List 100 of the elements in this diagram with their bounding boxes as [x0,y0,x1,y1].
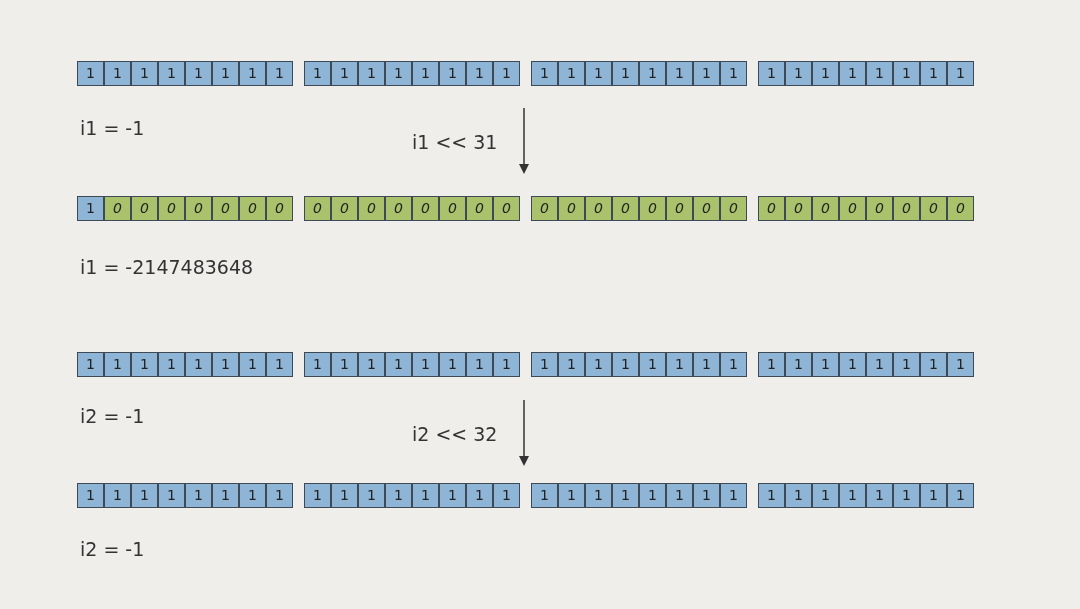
bit-cell: 1 [693,61,720,86]
bit-cell: 1 [612,352,639,377]
bit-cell: 1 [785,483,812,508]
bit-cell: 1 [758,61,785,86]
bit-cell: 1 [439,483,466,508]
bit-cell: 0 [812,196,839,221]
bit-cell: 1 [239,483,266,508]
bit-cell: 1 [693,352,720,377]
bit-cell: 1 [585,483,612,508]
bit-cell: 0 [385,196,412,221]
bit-cell: 1 [412,61,439,86]
bit-cell: 0 [531,196,558,221]
bit-cell: 1 [131,483,158,508]
bit-cell: 1 [720,352,747,377]
bit-cell: 1 [866,483,893,508]
bit-cell: 0 [920,196,947,221]
bit-cell: 1 [412,483,439,508]
bit-cell: 0 [693,196,720,221]
bit-cell: 0 [212,196,239,221]
bit-cell: 0 [947,196,974,221]
code-label: i1 = -1 [80,116,145,141]
bit-cell: 1 [239,61,266,86]
bit-cell: 1 [104,352,131,377]
bit-cell: 0 [558,196,585,221]
bit-cell: 1 [612,61,639,86]
bit-cell: 1 [585,61,612,86]
bit-cell: 1 [531,352,558,377]
bit-cell: 1 [77,483,104,508]
code-label: i1 << 31 [412,130,498,155]
bit-cell: 0 [266,196,293,221]
code-label: i2 << 32 [412,422,498,447]
bit-cell: 1 [666,352,693,377]
code-label: i2 = -1 [80,537,145,562]
bit-cell: 1 [266,483,293,508]
bit-cell: 0 [866,196,893,221]
bit-cell: 1 [493,352,520,377]
bit-cell: 1 [920,483,947,508]
bit-cell: 1 [385,483,412,508]
bit-cell: 1 [493,61,520,86]
bit-cell: 1 [331,352,358,377]
bit-cell: 0 [439,196,466,221]
bit-cell: 1 [77,196,104,221]
bit-cell: 1 [104,61,131,86]
bit-cell: 1 [266,61,293,86]
bit-cell: 1 [531,61,558,86]
bit-cell: 1 [812,352,839,377]
bit-cell: 1 [385,352,412,377]
bit-cell: 1 [785,352,812,377]
bit-cell: 1 [893,61,920,86]
bit-cell: 0 [466,196,493,221]
bit-cell: 1 [839,352,866,377]
bit-cell: 1 [639,483,666,508]
bit-cell: 1 [212,483,239,508]
bit-cell: 1 [812,483,839,508]
bit-cell: 1 [812,61,839,86]
bit-cell: 1 [758,483,785,508]
bit-cell: 1 [920,352,947,377]
bit-cell: 1 [493,483,520,508]
bit-cell: 1 [212,352,239,377]
bit-cell: 1 [158,483,185,508]
bit-cell: 1 [331,61,358,86]
bit-cell: 1 [131,352,158,377]
bit-cell: 0 [785,196,812,221]
code-label: i2 = -1 [80,404,145,429]
bit-cell: 1 [893,352,920,377]
bit-cell: 1 [304,483,331,508]
bit-cell: 1 [693,483,720,508]
bit-cell: 1 [666,61,693,86]
bit-cell: 1 [239,352,266,377]
bit-cell: 0 [839,196,866,221]
bit-cell: 0 [758,196,785,221]
bit-cell: 1 [185,352,212,377]
bit-cell: 0 [131,196,158,221]
bit-cell: 0 [493,196,520,221]
bit-cell: 1 [439,352,466,377]
bit-cell: 1 [131,61,158,86]
bit-cell: 1 [666,483,693,508]
bit-cell: 1 [558,61,585,86]
bit-cell: 1 [412,352,439,377]
bit-cell: 0 [893,196,920,221]
bit-cell: 0 [104,196,131,221]
bit-cell: 0 [304,196,331,221]
bit-cell: 0 [358,196,385,221]
bit-cell: 1 [185,61,212,86]
bit-cell: 1 [866,61,893,86]
bit-cell: 1 [585,352,612,377]
bit-cell: 1 [839,483,866,508]
bit-cell: 1 [304,352,331,377]
bit-cell: 1 [612,483,639,508]
bit-cell: 0 [158,196,185,221]
bit-cell: 1 [866,352,893,377]
bit-cell: 1 [839,61,866,86]
bit-cell: 0 [331,196,358,221]
bit-cell: 0 [720,196,747,221]
bit-cell: 0 [185,196,212,221]
bit-cell: 0 [639,196,666,221]
bit-cell: 0 [239,196,266,221]
bit-cell: 1 [466,352,493,377]
bit-cell: 1 [558,483,585,508]
code-label: i1 = -2147483648 [80,255,254,280]
